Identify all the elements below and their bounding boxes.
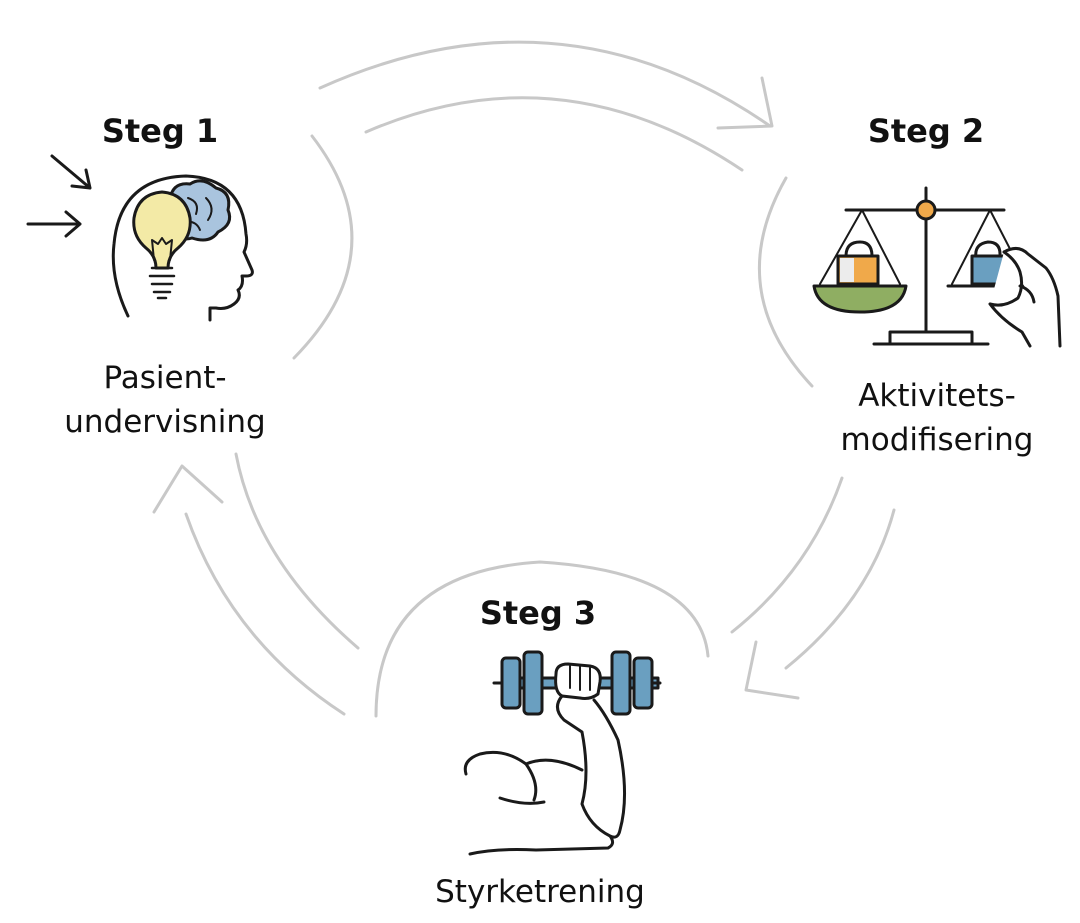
step-1-label: Pasient- undervisning [40,356,290,444]
arrow-3-to-1-inner [236,454,358,648]
arm [470,696,625,854]
balance-scale-icon [806,186,1066,356]
step-2-label-line-1: Aktivitets- [812,374,1062,418]
left-pan [814,286,906,312]
bicep [465,752,582,803]
step-3-title: Steg 3 [478,594,598,632]
arrow-2-to-3-inner [732,478,842,632]
arrow-1-to-2-inner [366,98,742,170]
incoming-arrow-lower [28,212,80,236]
dumbbell-plate-right-inner [612,652,630,714]
step-2-title: Steg 2 [866,112,986,150]
step-1-title: Steg 1 [100,112,220,150]
brain-lightbulb-icon [20,148,280,348]
step-1-label-line-1: Pasient- [40,356,290,400]
step-1-label-line-2: undervisning [40,400,290,444]
dumbbell-arm-icon [440,644,680,864]
step-2-label: Aktivitets- modifisering [812,374,1062,462]
scale-base [874,332,988,344]
dumbbell-plate-right-outer [634,658,652,708]
left-weight-highlight [840,258,854,282]
dumbbell-plate-left-outer [502,658,520,708]
step-3-label-line-1: Styrketrening [400,870,680,914]
scale-pivot [917,201,935,219]
arrow-3-to-1-head [154,466,222,512]
fist [556,664,601,699]
arrow-2-to-3-head [746,642,798,698]
incoming-arrow-upper [52,156,90,188]
step-3-label: Styrketrening [400,870,680,914]
arc-step-2 [759,178,812,386]
step-2-label-line-2: modifisering [812,418,1062,462]
arc-step-1 [294,136,352,358]
bulb-base [150,268,174,298]
arrow-1-to-2-outer [320,42,770,126]
dumbbell-plate-left-inner [524,652,542,714]
bulb-glass [134,192,191,268]
arrow-2-to-3-outer [786,510,894,668]
left-weight-handle [846,242,872,256]
